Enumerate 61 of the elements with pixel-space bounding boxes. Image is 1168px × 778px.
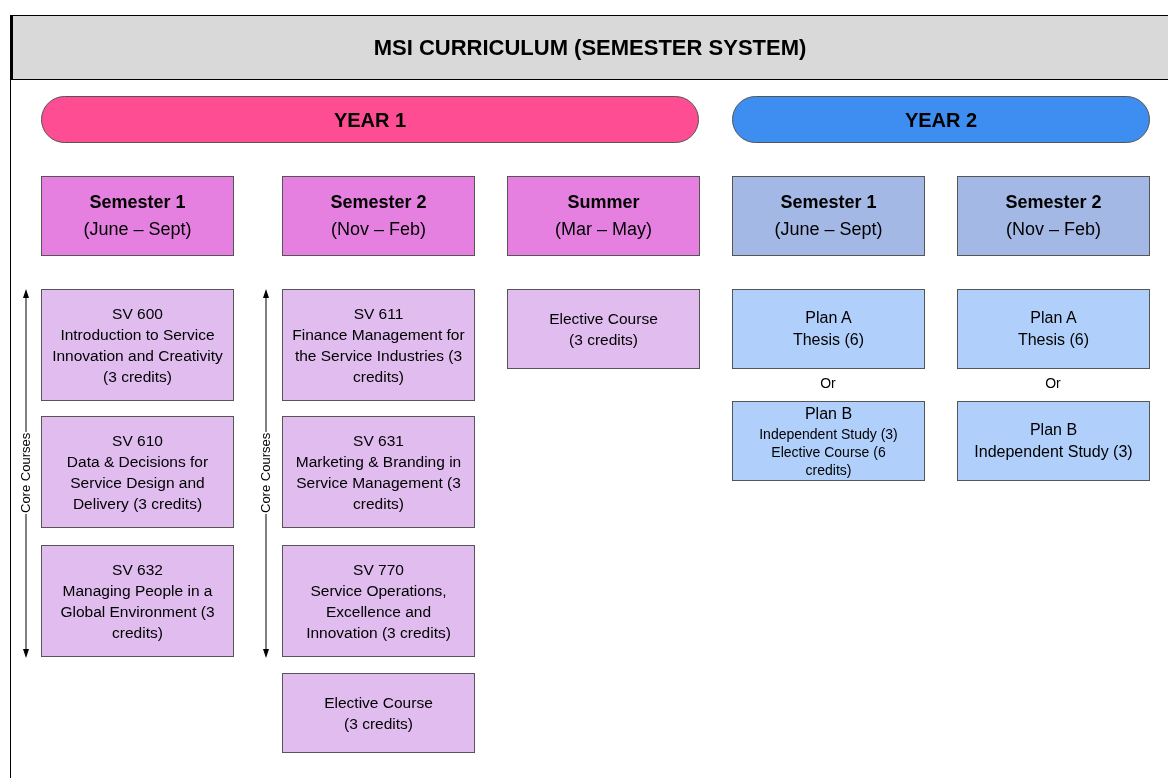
- box-text: SV 610: [112, 431, 163, 451]
- semester-header: [507, 176, 700, 256]
- course-box: [41, 289, 234, 401]
- semester-header: [732, 176, 925, 256]
- box-text: Summer: [567, 191, 640, 214]
- box-text: Finance Management for the Service Industries (3 credits): [291, 325, 466, 387]
- course-box: [41, 545, 234, 657]
- box-text: SV 611: [353, 304, 404, 324]
- course-box: [282, 289, 475, 401]
- box-text: SV 600: [112, 304, 163, 324]
- box-text: Introduction to Service Innovation and Creativity (3 credits): [51, 325, 224, 387]
- course-box: [282, 673, 475, 753]
- course-box: [41, 416, 234, 528]
- year-band: [41, 96, 699, 143]
- box-text: Marketing & Branding in Service Management (3 credits): [294, 452, 463, 514]
- or-label: Or: [820, 375, 836, 391]
- axis-label: Core Courses: [259, 432, 273, 514]
- axis-label: Core Courses: [19, 432, 33, 514]
- box-text: Plan B: [1029, 420, 1078, 440]
- semester-header: [41, 176, 234, 256]
- plan-box: [732, 401, 925, 481]
- box-text: (Nov – Feb): [1006, 218, 1101, 241]
- box-text: Semester 1: [780, 191, 877, 214]
- title-bar: MSI CURRICULUM (SEMESTER SYSTEM): [10, 15, 1168, 80]
- box-text: Plan A: [1030, 308, 1077, 328]
- box-text: (June – Sept): [83, 218, 192, 241]
- box-text: Plan A: [805, 308, 852, 328]
- box-text: Thesis (6): [792, 330, 865, 350]
- box-text: YEAR 2: [904, 107, 978, 133]
- box-text: Data & Decisions for Service Design and Delivery (3 credits): [65, 452, 210, 514]
- box-text: Elective Course (6 credits): [770, 443, 887, 479]
- box-text: Elective Course: [549, 309, 658, 329]
- box-text: Thesis (6): [1017, 330, 1090, 350]
- course-box: [282, 545, 475, 657]
- semester-header: [957, 176, 1150, 256]
- box-text: Service Operations, Excellence and Innovation (3 credits): [305, 581, 452, 643]
- box-text: YEAR 1: [333, 107, 407, 133]
- box-text: Semester 2: [330, 191, 427, 214]
- box-text: Plan B: [804, 404, 853, 424]
- plan-box: [957, 401, 1150, 481]
- box-text: (Mar – May): [555, 218, 652, 241]
- box-text: Semester 1: [89, 191, 186, 214]
- box-text: SV 632: [112, 560, 163, 580]
- box-text: (3 credits): [569, 330, 638, 350]
- box-text: SV 770: [353, 560, 404, 580]
- box-text: (June – Sept): [774, 218, 883, 241]
- plan-box: [732, 289, 925, 369]
- course-box: [507, 289, 700, 369]
- course-box: [282, 416, 475, 528]
- semester-header: [282, 176, 475, 256]
- box-text: (Nov – Feb): [331, 218, 426, 241]
- box-text: Semester 2: [1005, 191, 1102, 214]
- box-text: Elective Course: [324, 693, 433, 713]
- box-text: (3 credits): [344, 714, 413, 734]
- box-text: Independent Study (3): [974, 442, 1133, 462]
- box-text: SV 631: [353, 431, 404, 451]
- year-band: [732, 96, 1150, 143]
- or-label: Or: [1045, 375, 1061, 391]
- plan-box: [957, 289, 1150, 369]
- box-text: Independent Study (3): [759, 425, 898, 443]
- box-text: Managing People in a Global Environment (3 credits): [59, 581, 216, 643]
